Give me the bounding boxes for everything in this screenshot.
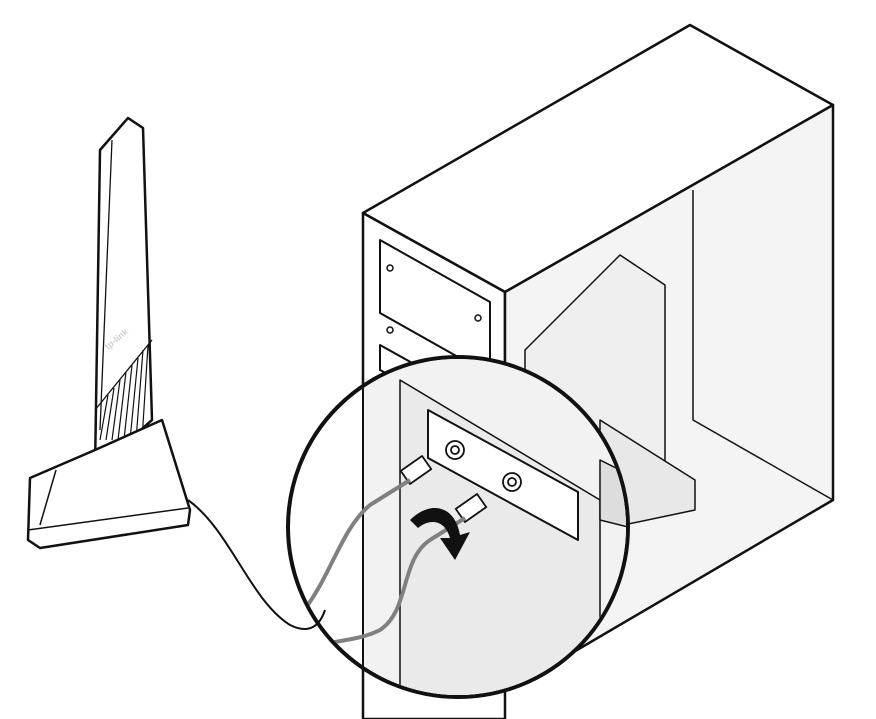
antenna-stand — [26, 418, 192, 550]
adapter-plate — [427, 409, 579, 541]
rotate-arrow-icon — [410, 508, 470, 560]
antenna-connector — [399, 440, 522, 523]
magnifier-circle — [286, 355, 630, 699]
antenna-cable — [187, 499, 326, 630]
antenna-base — [26, 116, 192, 550]
